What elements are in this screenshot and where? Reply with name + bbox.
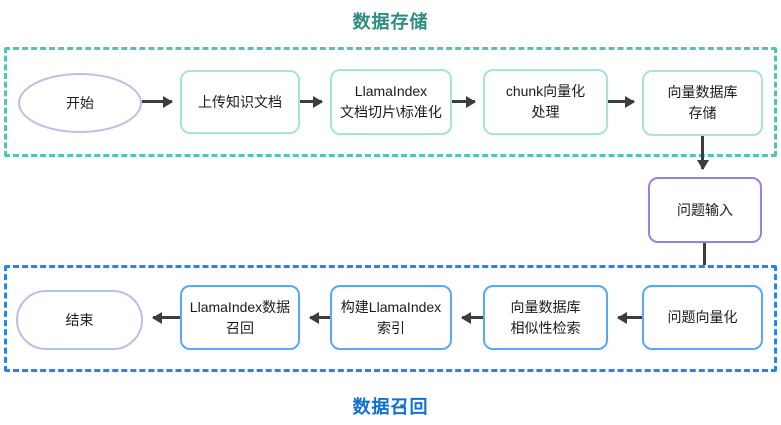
arrow-similarity-to-build-index <box>462 316 483 319</box>
arrow-chunk-to-store <box>608 100 634 103</box>
arrow-recall-to-end <box>153 316 180 319</box>
arrow-question-input-to-vectorize <box>703 243 706 277</box>
arrow-upload-to-split <box>300 100 322 103</box>
node-chunk-vectorize: chunk向量化 处理 <box>483 69 608 135</box>
node-question-input: 问题输入 <box>648 177 762 243</box>
node-end: 结束 <box>16 290 143 350</box>
node-vector-db-similarity-search: 向量数据库 相似性检索 <box>483 285 608 350</box>
node-vector-db-store: 向量数据库 存储 <box>642 70 763 136</box>
storage-section-title: 数据存储 <box>352 12 429 32</box>
node-upload-docs: 上传知识文档 <box>180 70 300 134</box>
arrow-split-to-chunk <box>452 100 475 103</box>
arrow-store-to-question-input <box>701 136 704 169</box>
node-build-llamaindex-index: 构建LlamaIndex 索引 <box>330 285 452 350</box>
node-llamaindex-data-recall: LlamaIndex数据 召回 <box>180 285 300 350</box>
recall-section-title: 数据召回 <box>352 397 429 417</box>
arrow-vectorize-to-similarity <box>618 316 642 319</box>
node-question-vectorize: 问题向量化 <box>642 285 763 350</box>
arrow-build-index-to-recall <box>310 316 330 319</box>
node-llamaindex-split: LlamaIndex 文档切片\标准化 <box>330 69 452 135</box>
arrow-start-to-upload <box>142 100 172 103</box>
node-start: 开始 <box>18 73 142 133</box>
